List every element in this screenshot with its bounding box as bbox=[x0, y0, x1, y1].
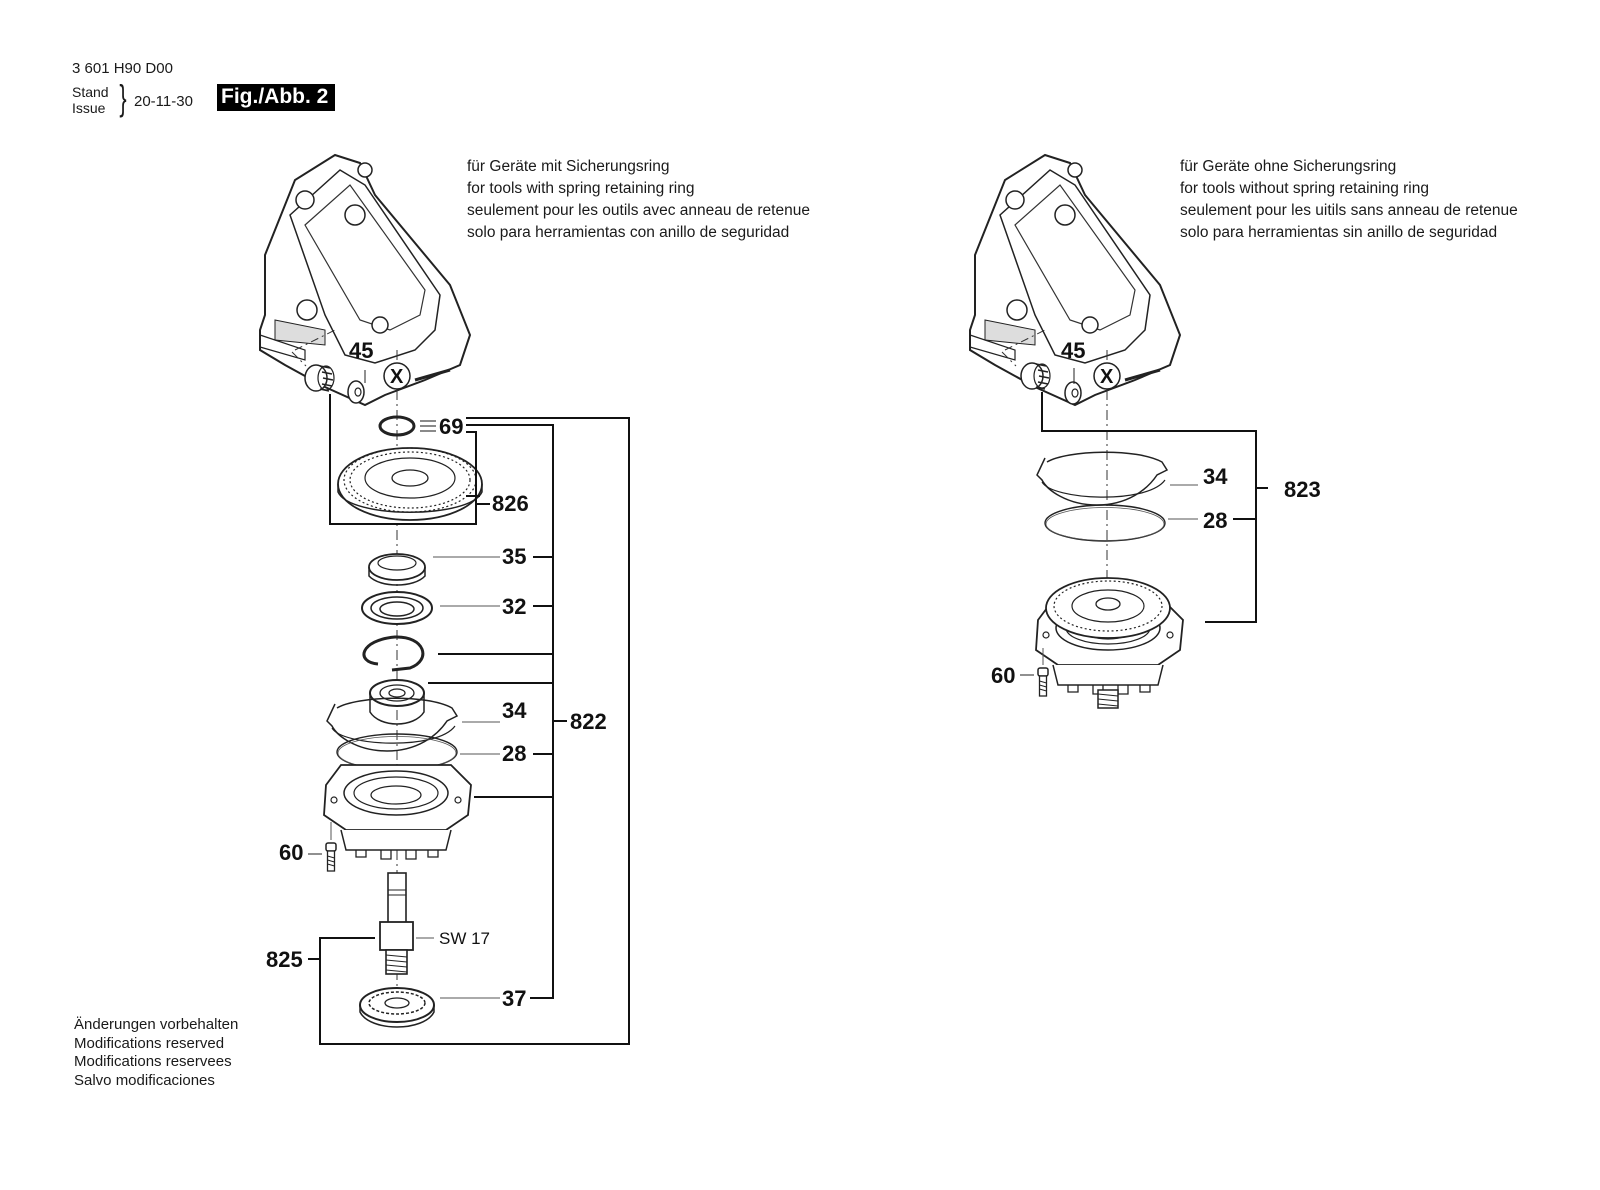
label-32: 32 bbox=[502, 594, 526, 619]
right-assembly: 45 X 34 823 28 60 bbox=[968, 153, 1321, 709]
label-45-right: 45 bbox=[1061, 338, 1085, 363]
snap-ring-69 bbox=[378, 415, 416, 437]
label-45-left: 45 bbox=[349, 338, 373, 363]
screw-60-left bbox=[325, 842, 337, 872]
label-822: 822 bbox=[570, 709, 607, 734]
bearing-flange-left bbox=[323, 764, 472, 860]
label-825: 825 bbox=[266, 947, 303, 972]
note-right: für Geräte ohne Sicherungsring for tools… bbox=[1180, 156, 1518, 244]
marker-x-label-right: X bbox=[1100, 366, 1114, 388]
note-right-line: seulement pour les uitils sans anneau de… bbox=[1180, 202, 1518, 219]
bevel-gear-826 bbox=[337, 447, 483, 521]
label-37: 37 bbox=[502, 986, 526, 1011]
modifications-notice: Änderungen vorbehalten Modifications res… bbox=[74, 1016, 238, 1090]
footer-line: Änderungen vorbehalten bbox=[74, 1016, 239, 1033]
footer-line: Modifications reserved bbox=[74, 1034, 225, 1052]
label-28-left: 28 bbox=[502, 741, 526, 766]
label-60-right: 60 bbox=[991, 663, 1015, 688]
marker-x-label-left: X bbox=[390, 366, 404, 388]
nut-45-left bbox=[347, 380, 365, 404]
spindle-825 bbox=[379, 872, 414, 975]
label-34-right: 34 bbox=[1203, 464, 1228, 489]
note-left: für Geräte mit Sicherungsring for tools … bbox=[467, 156, 810, 244]
label-35: 35 bbox=[502, 544, 526, 569]
gear-housing-left bbox=[258, 153, 472, 407]
label-823: 823 bbox=[1284, 477, 1321, 502]
label-826: 826 bbox=[492, 491, 529, 516]
footer-line: Salvo modificaciones bbox=[74, 1071, 215, 1089]
note-right-line: for tools without spring retaining ring bbox=[1180, 180, 1429, 197]
figure-badge: Fig./Abb. 2 bbox=[217, 84, 336, 111]
note-left-line: seulement pour les outils avec anneau de… bbox=[467, 202, 810, 219]
note-right-line: für Geräte ohne Sicherungsring bbox=[1180, 158, 1397, 175]
footer-line: Modifications reservees bbox=[74, 1053, 232, 1070]
stand-label: Stand bbox=[72, 84, 109, 100]
note-left-line: für Geräte mit Sicherungsring bbox=[467, 158, 670, 175]
issue-label: Issue bbox=[72, 100, 106, 116]
bearing-37 bbox=[359, 987, 435, 1028]
issue-date: 20-11-30 bbox=[134, 93, 193, 110]
brace-glyph: } bbox=[119, 77, 127, 118]
note-right-line: solo para herramientas sin anillo de seg… bbox=[1180, 224, 1498, 241]
part-number: 3 601 H90 D00 bbox=[72, 60, 173, 77]
left-assembly: 45 X 69 826 35 32 34 822 28 60 SW 17 825… bbox=[258, 153, 630, 1045]
stand-issue-label: Stand Issue bbox=[72, 84, 109, 116]
note-left-line: solo para herramientas con anillo de seg… bbox=[467, 224, 790, 241]
gear-housing-right bbox=[968, 153, 1182, 407]
shield-34-right bbox=[1036, 451, 1168, 506]
label-34-left: 34 bbox=[502, 698, 527, 723]
label-69: 69 bbox=[439, 414, 463, 439]
label-60-left: 60 bbox=[279, 840, 303, 865]
ball-bearing bbox=[369, 679, 425, 707]
flange-gear-assembly-823 bbox=[1035, 577, 1184, 709]
label-sw17: SW 17 bbox=[439, 929, 490, 948]
note-left-line: for tools with spring retaining ring bbox=[467, 180, 695, 197]
o-ring-28-right bbox=[1044, 504, 1166, 542]
ring-35 bbox=[368, 553, 426, 581]
label-28-right: 28 bbox=[1203, 508, 1227, 533]
nut-45-right bbox=[1064, 381, 1082, 405]
screw-60-right bbox=[1037, 667, 1049, 697]
circlip bbox=[362, 635, 425, 672]
